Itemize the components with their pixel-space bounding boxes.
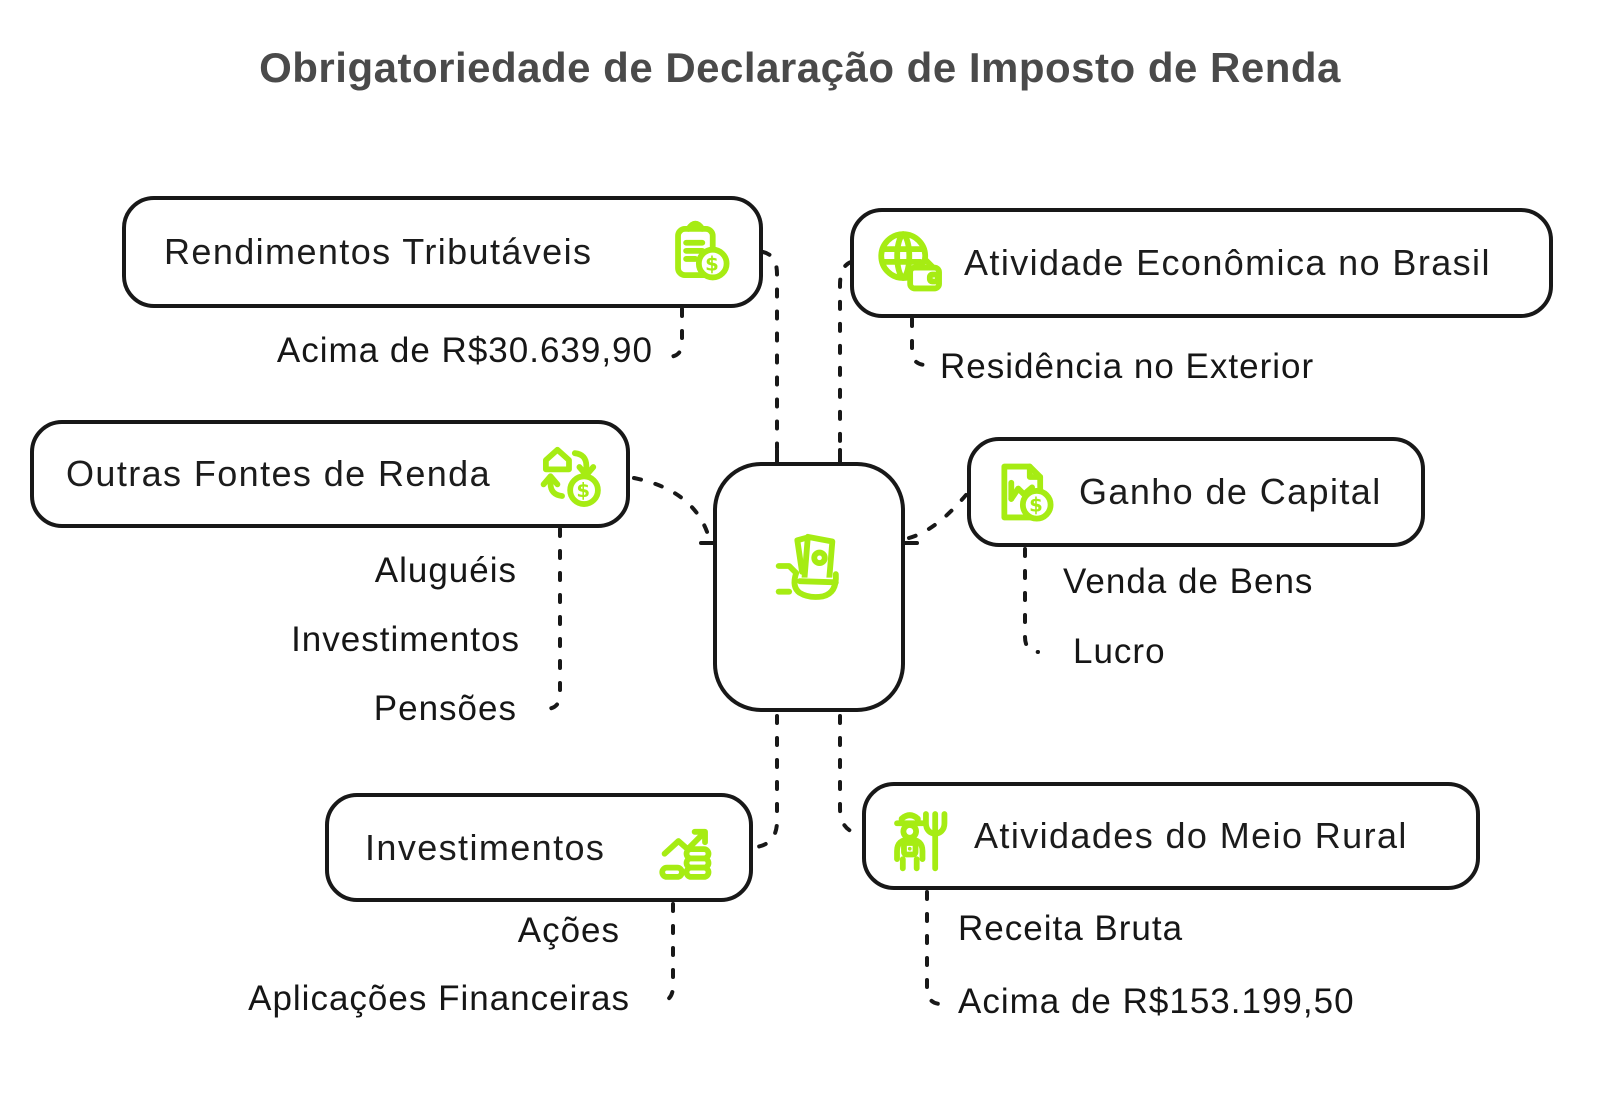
farmer-pitchfork-icon: [882, 799, 956, 873]
growth-chart-coins-icon: [653, 811, 727, 885]
connector-outras-center: [632, 476, 711, 540]
connector-sub-residencia: [910, 317, 927, 367]
node-label: Investimentos: [365, 826, 606, 868]
connector-rendimentos-center: [761, 250, 779, 450]
house-money-exchange-icon: $: [532, 437, 606, 511]
connector-sub-pensoes: [545, 527, 562, 711]
node-label: Outras Fontes de Renda: [66, 453, 492, 494]
node-atividades-meio-rural: Atividades do Meio Rural: [862, 782, 1480, 890]
sub-lucro: Lucro: [1073, 632, 1166, 671]
node-ganho-capital: $ Ganho de Capital: [967, 437, 1425, 547]
connector-center-investimentos: [754, 714, 779, 849]
node-rendimentos-tributaveis: Rendimentos Tributáveis $: [122, 196, 763, 308]
node-outras-fontes: Outras Fontes de Renda $: [30, 420, 630, 528]
svg-text:$: $: [576, 479, 591, 502]
node-label: Atividades do Meio Rural: [974, 815, 1408, 856]
node-atividade-economica: Atividade Econômica no Brasil: [850, 208, 1553, 318]
sub-venda-bens: Venda de Bens: [1063, 562, 1314, 601]
page-title: Obrigatoriedade de Declaração de Imposto…: [259, 44, 1341, 91]
connector-sub-aplicacoes: [658, 902, 675, 1004]
node-label: Ganho de Capital: [1079, 471, 1382, 512]
sub-acoes: Ações: [517, 911, 620, 950]
globe-wallet-icon: [872, 226, 946, 300]
sub-residencia-exterior: Residência no Exterior: [940, 347, 1315, 386]
connector-sub-lucro: [1023, 547, 1040, 654]
central-node: [713, 462, 905, 712]
sub-investimentos-fonte: Investimentos: [291, 620, 520, 659]
hand-holding-money-icon: [753, 517, 865, 629]
node-investimentos: Investimentos: [325, 793, 753, 902]
document-chart-dollar-icon: $: [987, 455, 1061, 529]
connector-center-ganho: [907, 493, 968, 540]
svg-text:$: $: [705, 253, 720, 276]
sub-aplicacoes-financeiras: Aplicações Financeiras: [248, 979, 630, 1018]
sub-receita-bruta: Receita Bruta: [958, 909, 1184, 948]
connector-atividade-center: [838, 260, 853, 450]
connector-sub-acima153k: [925, 890, 942, 1006]
sub-alugueis: Aluguéis: [374, 551, 517, 590]
connector-center-rural: [838, 714, 862, 836]
node-label: Rendimentos Tributáveis: [164, 231, 593, 272]
sub-pensoes: Pensões: [373, 689, 517, 728]
clipboard-dollar-icon: $: [663, 215, 737, 289]
sub-acima-153199: Acima de R$153.199,50: [958, 982, 1355, 1021]
node-label: Atividade Econômica no Brasil: [964, 242, 1491, 283]
connector-sub-acima30k: [667, 307, 684, 359]
sub-acima-30639: Acima de R$30.639,90: [276, 331, 653, 370]
svg-text:$: $: [1029, 494, 1044, 517]
